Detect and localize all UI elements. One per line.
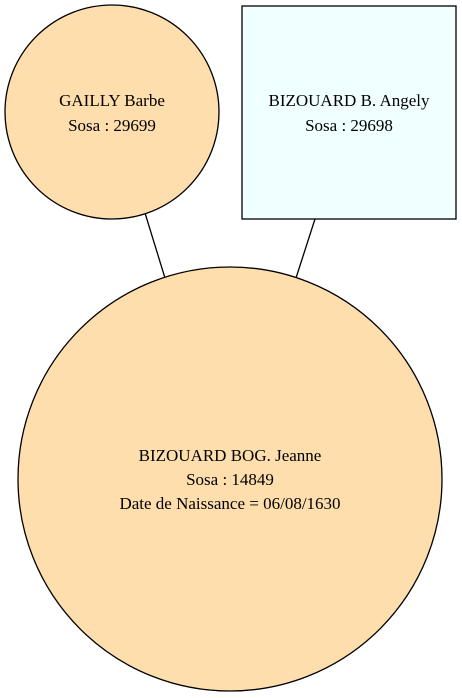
- node-name: GAILLY Barbe: [59, 91, 165, 110]
- node-birth-date: Date de Naissance = 06/08/1630: [119, 494, 340, 513]
- node-sosa: Sosa : 14849: [186, 470, 274, 489]
- node-bizouard-bog-jeanne[interactable]: BIZOUARD BOG. Jeanne Sosa : 14849 Date d…: [17, 266, 443, 692]
- edge-father-to-child: [295, 218, 316, 279]
- node-shape-circle: [17, 266, 443, 692]
- edge-mother-to-child: [144, 212, 166, 279]
- node-name: BIZOUARD BOG. Jeanne: [139, 446, 322, 465]
- node-shape-circle: [4, 4, 220, 220]
- node-shape-rectangle: [241, 5, 457, 220]
- node-gailly-barbe[interactable]: GAILLY Barbe Sosa : 29699: [4, 4, 220, 220]
- node-sosa: Sosa : 29699: [68, 116, 156, 135]
- node-bizouard-b-angely[interactable]: BIZOUARD B. Angely Sosa : 29698: [241, 5, 457, 220]
- node-sosa: Sosa : 29698: [305, 116, 393, 135]
- node-name: BIZOUARD B. Angely: [268, 91, 430, 110]
